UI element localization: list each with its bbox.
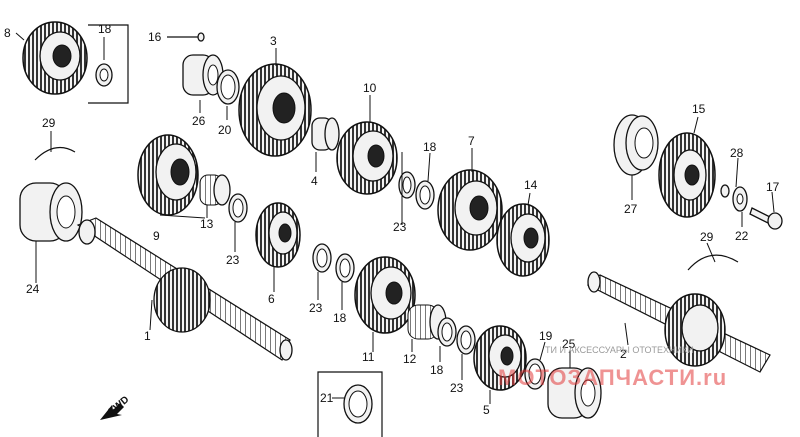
- label-part-3: 3: [270, 34, 277, 48]
- part-27-oil-seal: [613, 114, 659, 176]
- part-6-gear: [255, 202, 301, 268]
- label-part-18-d: 18: [430, 363, 444, 377]
- label-part-9: 9: [153, 229, 160, 243]
- label-part-23-b: 23: [393, 220, 407, 234]
- label-part-6: 6: [268, 292, 275, 306]
- part-2-countershaft: [586, 271, 771, 373]
- label-part-13: 13: [200, 217, 214, 231]
- part-21-washer-box: [317, 371, 383, 437]
- label-part-14: 14: [524, 178, 538, 192]
- part-16-pin: [197, 32, 205, 42]
- label-part-10: 10: [363, 81, 377, 95]
- label-part-24: 24: [26, 282, 40, 296]
- label-part-19: 19: [539, 329, 553, 343]
- label-part-17: 17: [766, 180, 780, 194]
- label-part-21: 21: [320, 391, 334, 405]
- part-25-bearing: [547, 367, 602, 419]
- label-part-26: 26: [192, 114, 206, 128]
- label-part-27: 27: [624, 202, 638, 216]
- part-29-circlip: [34, 146, 76, 161]
- label-part-29: 29: [42, 116, 56, 130]
- part-29-circlip-b: [687, 254, 739, 271]
- watermark: ТИ И АКСЕССУАРЫ ОТОТЕХНИКИ МОТОЗАПЧАСТИ.…: [498, 345, 727, 390]
- label-part-25: 25: [562, 337, 576, 351]
- part-26-bearing: [182, 54, 224, 96]
- label-part-29-b: 29: [700, 230, 714, 244]
- part-17-bolt: [749, 207, 783, 230]
- part-8-gear: [22, 21, 88, 95]
- part-15-sprocket: [658, 132, 716, 218]
- fwd-label: FWD: [107, 394, 132, 417]
- label-part-22: 22: [735, 229, 749, 243]
- label-part-23-a: 23: [226, 253, 240, 267]
- label-part-8: 8: [4, 26, 11, 40]
- label-part-28: 28: [730, 146, 744, 160]
- part-labels: 8 18 16 3 26 20 29 10 4 18 7 14 15 28 17…: [4, 22, 780, 417]
- part-24-bearing: [19, 182, 83, 242]
- label-part-5: 5: [483, 403, 490, 417]
- part-28-oring: [720, 184, 730, 198]
- part-18-circlip-box: [88, 24, 129, 104]
- label-part-23-c: 23: [309, 301, 323, 315]
- part-13-bushing: [199, 174, 231, 206]
- leader-lines: [15, 32, 775, 404]
- label-part-4: 4: [311, 174, 318, 188]
- part-10-gear: [336, 121, 398, 195]
- part-4-bushing: [311, 117, 340, 151]
- watermark-logo: МОТОЗАПЧАСТИ.ru: [498, 365, 727, 390]
- label-part-18-b: 18: [423, 140, 437, 154]
- part-14-gear: [496, 203, 550, 277]
- fwd-direction-arrow: FWD: [100, 394, 131, 420]
- label-part-1: 1: [144, 329, 151, 343]
- watermark-text: ТИ И АКСЕССУАРЫ ОТОТЕХНИКИ: [545, 345, 694, 355]
- label-part-18-c: 18: [333, 311, 347, 325]
- part-9-gear: [137, 134, 199, 216]
- label-part-20: 20: [218, 123, 232, 137]
- label-part-15: 15: [692, 102, 706, 116]
- part-5-gear: [473, 325, 527, 391]
- label-part-16: 16: [148, 30, 162, 44]
- part-1-mainshaft: [76, 217, 293, 361]
- part-11-gear: [354, 256, 416, 334]
- label-part-18: 18: [98, 22, 112, 36]
- part-7-gear: [437, 169, 503, 251]
- label-part-12: 12: [403, 352, 417, 366]
- label-part-23-d: 23: [450, 381, 464, 395]
- part-3-gear: [238, 63, 312, 157]
- label-part-7: 7: [468, 134, 475, 148]
- label-part-11: 11: [362, 350, 375, 364]
- label-part-2: 2: [620, 347, 627, 361]
